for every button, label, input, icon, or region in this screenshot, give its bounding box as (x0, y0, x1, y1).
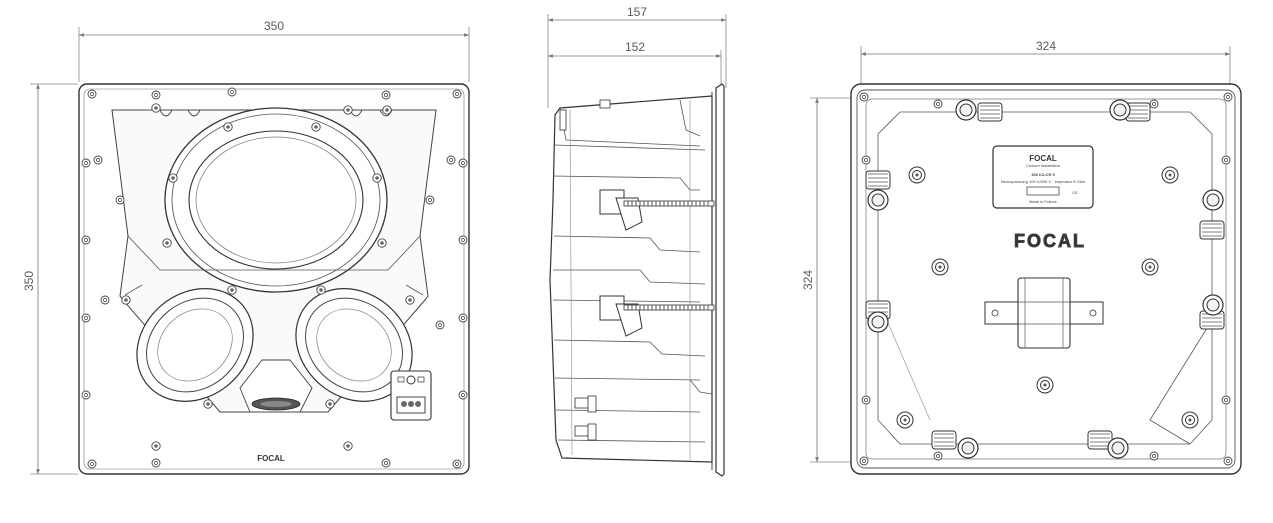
back-height-label: 324 (801, 270, 815, 290)
front-width-dimension: 350 (78, 19, 470, 82)
front-height-dimension: 350 (22, 83, 78, 475)
side-inner-depth-label: 152 (625, 40, 645, 54)
back-width-label: 324 (1036, 39, 1056, 53)
housing-logo: FOCAL (1014, 231, 1086, 251)
front-height-label: 350 (22, 271, 36, 291)
front-view: 350 350 (22, 19, 470, 475)
side-flange (715, 83, 725, 477)
label-spec-line: Nennspannung 100 V/400 V · Impedanz 8 Oh… (1001, 179, 1086, 184)
upper-clamp-rod (599, 189, 715, 231)
side-outer-depth-label: 157 (627, 5, 647, 19)
back-width-dimension: 324 (860, 39, 1231, 84)
side-enclosure-body (549, 95, 713, 463)
label-ce-mark: CE (1072, 190, 1078, 195)
center-tweeter (239, 359, 313, 413)
side-view: 157 152 (547, 5, 727, 477)
side-outer-depth-dimension: 157 (547, 5, 727, 108)
front-width-label: 350 (264, 19, 284, 33)
label-subbrand: Custom Installation (1026, 163, 1060, 168)
label-brand: FOCAL (1029, 154, 1057, 163)
center-bracket (984, 277, 1104, 349)
lower-clamp-rod (599, 295, 715, 337)
left-angled-woofer (136, 288, 254, 402)
terminal-block (390, 370, 432, 421)
side-inner-depth-dimension: 152 (548, 40, 722, 88)
right-angled-woofer (295, 288, 413, 402)
label-model: 300 ICLCR 5 (1031, 172, 1055, 177)
main-woofer (164, 107, 388, 293)
label-footer: Made in France (1029, 199, 1058, 204)
back-view: 324 324 (801, 39, 1242, 475)
front-brand-logo: FOCAL (257, 454, 285, 463)
product-label: FOCAL Custom Installation 300 ICLCR 5 Ne… (992, 145, 1094, 209)
back-height-dimension: 324 (801, 97, 856, 463)
